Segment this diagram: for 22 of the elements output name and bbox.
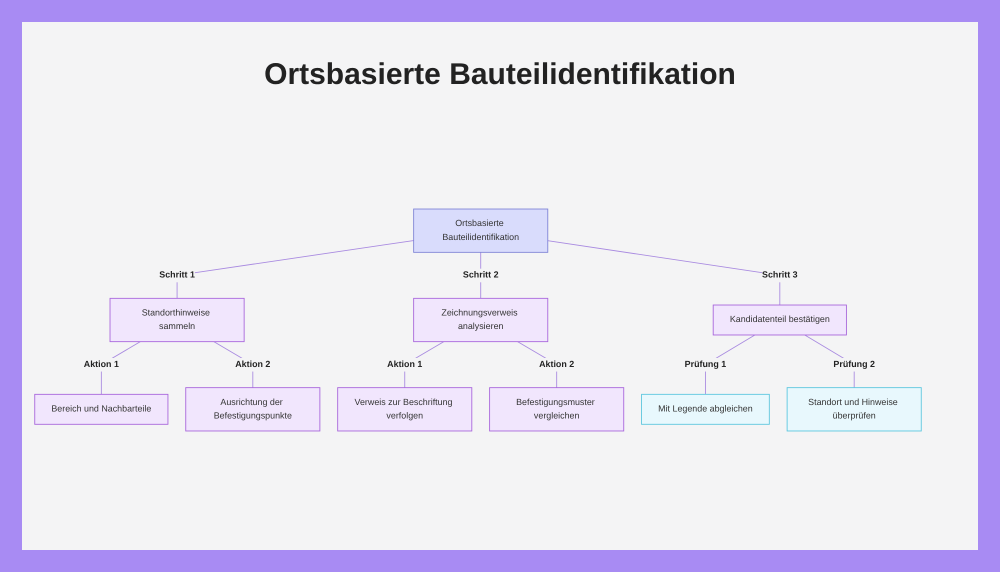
node-box: Mit Legende abgleichen xyxy=(641,394,770,425)
node-box: Ausrichtung der Befestigungspunkte xyxy=(185,387,320,432)
node-box: Verweis zur Beschriftung verfolgen xyxy=(337,387,472,432)
edge-label: Aktion 1 xyxy=(84,359,119,370)
edge-label: Aktion 2 xyxy=(235,359,270,370)
connector xyxy=(176,240,414,299)
title: Ortsbasierte Bauteilidentifikation xyxy=(264,58,736,92)
edge-label: Aktion 1 xyxy=(387,359,422,370)
node-box: Zeichnungsverweis analysieren xyxy=(413,298,548,342)
edge-label: Prüfung 1 xyxy=(684,359,726,370)
node-box: Standort und Hinweise überprüfen xyxy=(786,387,922,432)
edge-label: Schritt 2 xyxy=(462,270,499,280)
connector xyxy=(547,240,780,306)
edge-label: Aktion 2 xyxy=(539,359,574,370)
node-box: Bereich und Nachbarteile xyxy=(34,394,168,425)
node-box: Befestigungsmuster vergleichen xyxy=(489,387,624,432)
edge-label: Schritt 3 xyxy=(762,270,798,280)
edge-label: Prüfung 2 xyxy=(833,359,875,370)
node-box: Kandidatenteil bestätigen xyxy=(712,304,847,336)
node-box: Ortsbasierte Bauteilidentifikation xyxy=(413,208,548,253)
edge-label: Schritt 1 xyxy=(159,270,195,280)
node-box: Standorthinweise sammeln xyxy=(110,298,245,342)
